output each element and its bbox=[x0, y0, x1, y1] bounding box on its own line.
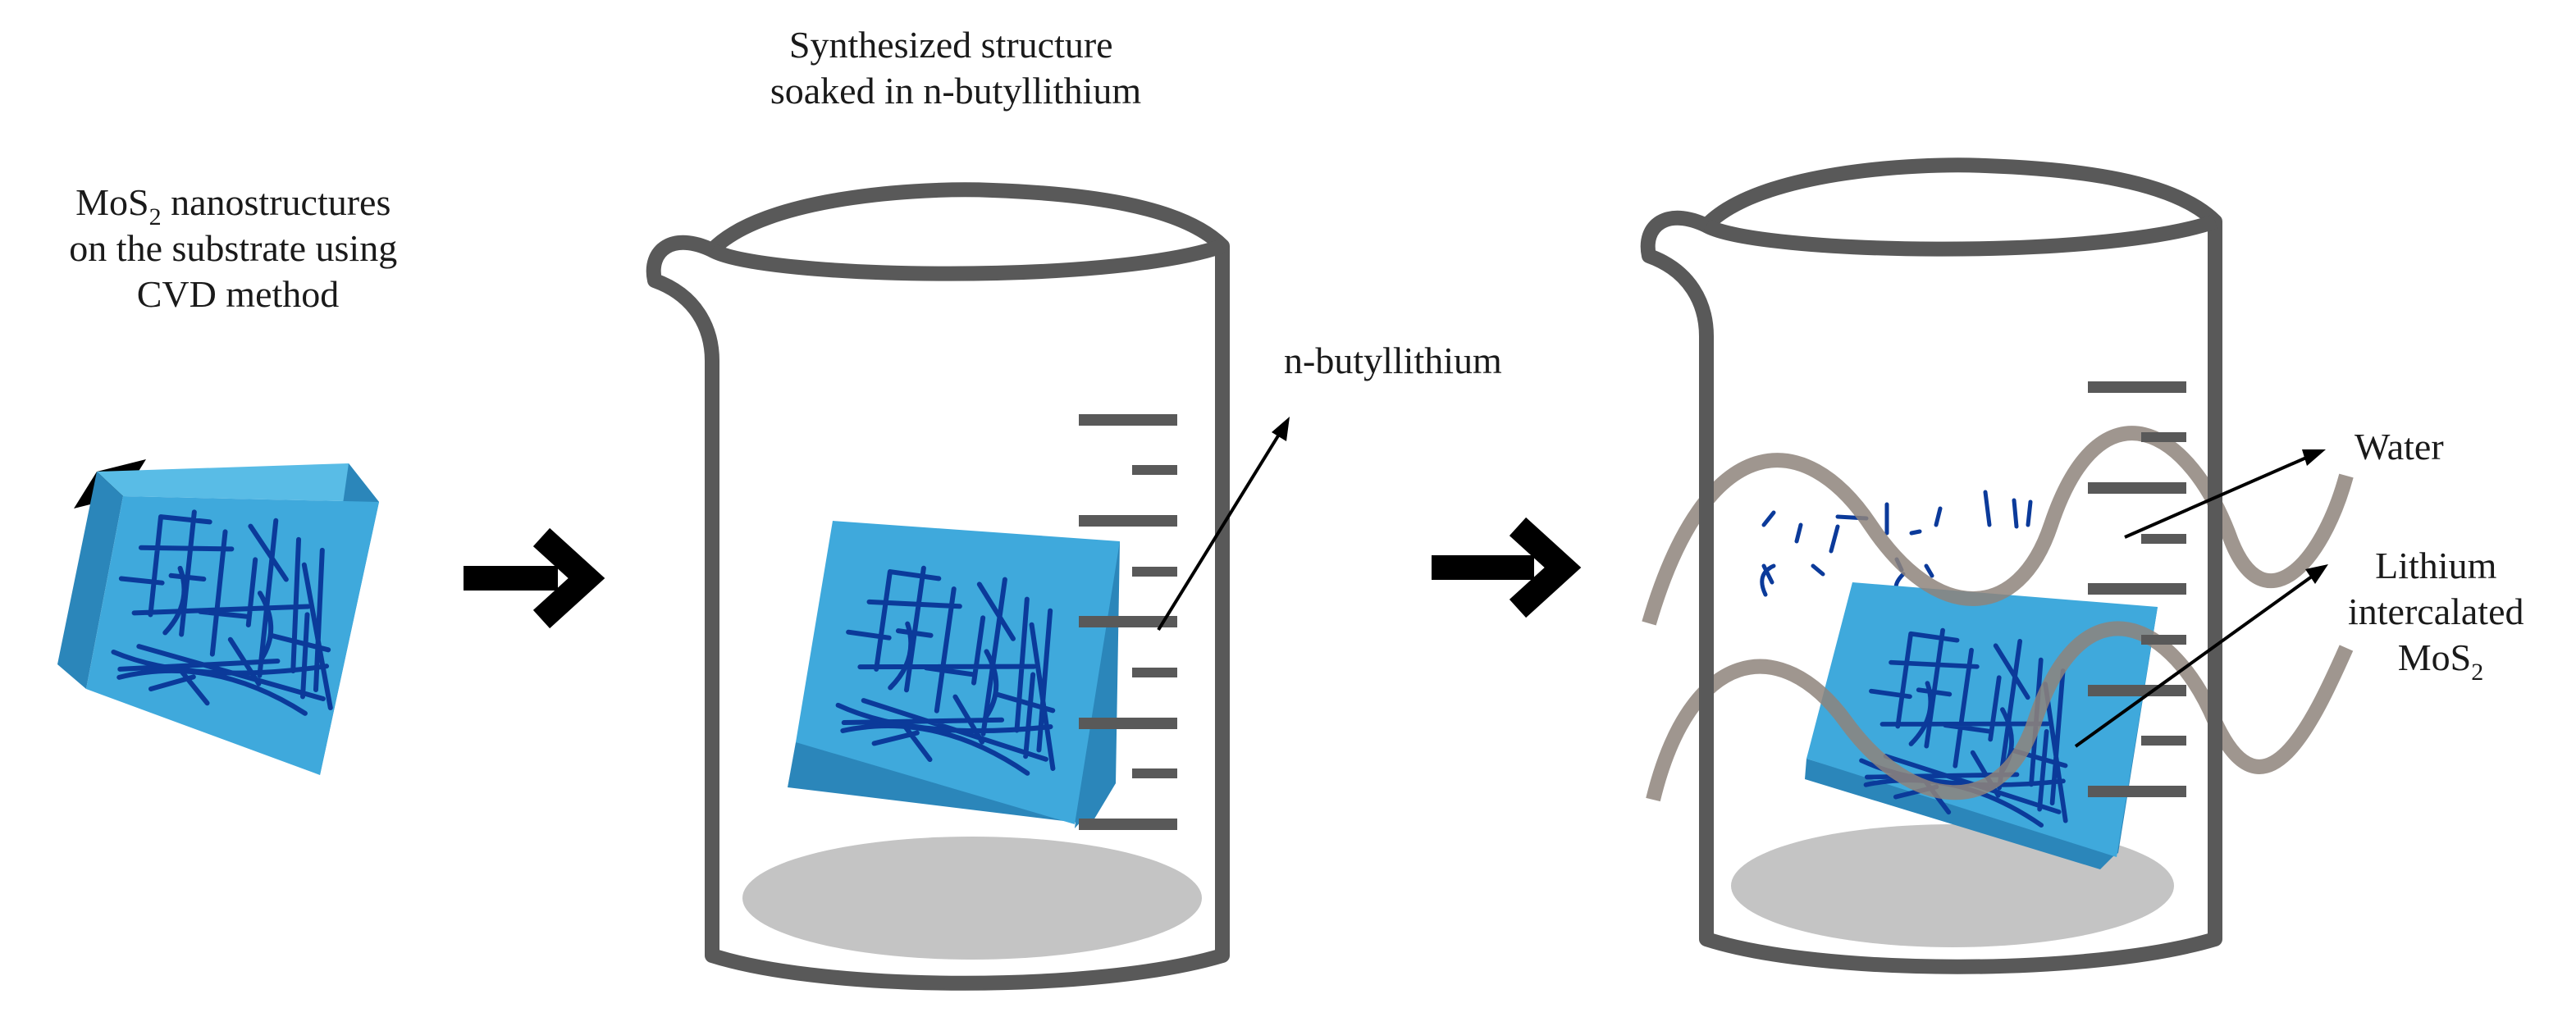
step1-label-line3: CVD method bbox=[137, 273, 340, 315]
nbuli-callout-arrowhead bbox=[1272, 417, 1290, 441]
water-callout: Water bbox=[2124, 426, 2444, 539]
soaked-substrate-side bbox=[1075, 541, 1120, 828]
process-arrow-1 bbox=[464, 527, 605, 629]
lithium-callout-arrowhead bbox=[2305, 564, 2328, 584]
lithium-callout-line3: MoS2 bbox=[2398, 636, 2483, 686]
beaker-1-outline bbox=[646, 182, 1230, 991]
water-wave-upper bbox=[1642, 426, 2354, 626]
substrate-front-face bbox=[86, 496, 379, 775]
substrate-left-face bbox=[57, 472, 123, 689]
step2-label-line2: soaked in n-butyllithium bbox=[770, 70, 1142, 112]
nbuli-callout-label: n-butyllithium bbox=[1284, 340, 1502, 381]
beaker-2-outline bbox=[1640, 157, 2222, 974]
process-arrow-2 bbox=[1432, 517, 1582, 618]
beaker-2-graduations bbox=[2088, 381, 2186, 797]
step1-label-line2: on the substrate using bbox=[69, 227, 397, 269]
beaker-1-base bbox=[742, 837, 1202, 960]
mos2-substrate bbox=[57, 459, 379, 775]
exfoliated-flakes bbox=[1760, 490, 2033, 601]
lithium-callout-line bbox=[2074, 572, 2317, 748]
soaked-substrate bbox=[788, 521, 1120, 828]
water-waves bbox=[1642, 426, 2354, 802]
step2-label: Synthesized structure soaked in n-butyll… bbox=[770, 24, 1142, 112]
step1-label: MoS2 nanostructures on the substrate usi… bbox=[69, 181, 406, 315]
beaker-1-rim bbox=[708, 239, 1225, 281]
beaker-2 bbox=[1640, 157, 2354, 974]
lithium-callout-line2: intercalated bbox=[2348, 591, 2524, 632]
intercalated-substrate-bottom bbox=[1805, 759, 2117, 869]
water-callout-line bbox=[2124, 454, 2313, 539]
lithium-callout-line1: Lithium bbox=[2375, 545, 2496, 586]
beaker-2-rim bbox=[1702, 214, 2217, 257]
nbuli-callout-line bbox=[1157, 425, 1286, 632]
beaker-1-graduations bbox=[1079, 414, 1177, 830]
step2-label-line1: Synthesized structure bbox=[789, 24, 1113, 66]
nbuli-callout: n-butyllithium bbox=[1157, 340, 1502, 632]
beaker-1 bbox=[646, 182, 1230, 991]
lithium-callout-label: Lithium intercalated MoS2 bbox=[2348, 545, 2533, 686]
step1-label-line1: MoS2 nanostructures bbox=[75, 181, 391, 230]
substrate-top-face bbox=[97, 463, 379, 502]
water-callout-arrowhead bbox=[2302, 449, 2326, 466]
lithium-callout: Lithium intercalated MoS2 bbox=[2074, 545, 2533, 748]
water-callout-label: Water bbox=[2354, 426, 2444, 467]
water-wave-lower bbox=[1646, 621, 2354, 802]
